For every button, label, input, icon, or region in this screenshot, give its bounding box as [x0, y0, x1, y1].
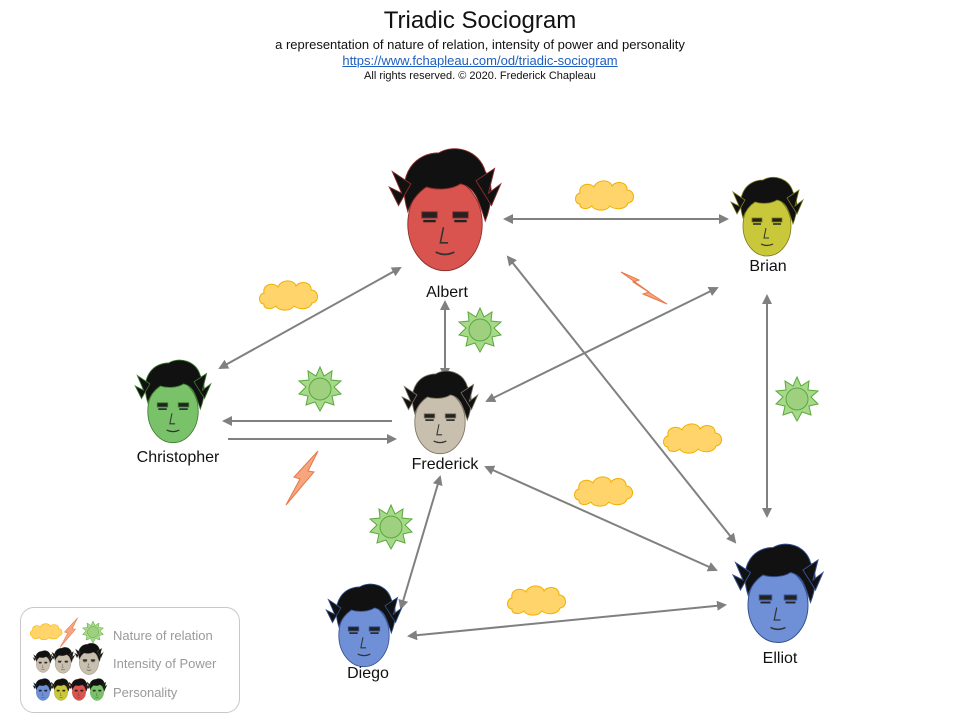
cloud-icon [575, 180, 635, 211]
sun-icon [298, 366, 342, 412]
page-title: Triadic Sociogram [383, 7, 577, 34]
lightning-icon [285, 450, 319, 506]
cloud-icon [507, 585, 567, 616]
arrow-frederick-diego [398, 475, 443, 610]
person-albert[interactable]: Albert [388, 147, 502, 301]
person-name: Brian [749, 258, 786, 275]
copyright-notice: All rights reserved. © 2020. Frederick C… [364, 70, 596, 82]
face-icon [68, 678, 90, 701]
relation-symbols [259, 180, 819, 616]
face-icon [32, 650, 54, 673]
legend-power-label: Intensity of Power [113, 656, 217, 671]
face-icon [50, 647, 76, 674]
face-icon [50, 678, 72, 701]
lightning-icon [59, 617, 78, 648]
person-name: Elliot [763, 650, 798, 667]
arrow-brian-frederick [485, 287, 719, 402]
relation-arrows [218, 214, 772, 641]
legend-canvas: Nature of relation Intensity of Power Pe… [29, 617, 217, 701]
page-subtitle: a representation of nature of relation, … [275, 37, 685, 52]
person-elliot[interactable]: Elliot [732, 543, 824, 667]
legend-nature-label: Nature of relation [113, 628, 213, 643]
person-diego[interactable]: Diego [325, 583, 403, 682]
sun-icon [458, 307, 502, 353]
legend-personality-label: Personality [113, 685, 178, 700]
face-icon [401, 370, 479, 455]
person-brian[interactable]: Brian [730, 176, 804, 275]
face-icon [86, 678, 108, 701]
face-icon [74, 642, 104, 675]
cloud-icon [259, 280, 319, 311]
legend-power-icons [32, 642, 104, 675]
sun-icon [82, 620, 104, 644]
header: Triadic Sociogram a representation of na… [0, 6, 960, 84]
cloud-icon [663, 423, 723, 454]
sun-icon [775, 376, 819, 422]
legend-nature-icons [29, 617, 104, 648]
person-christopher[interactable]: Christopher [134, 359, 220, 466]
face-icon [32, 678, 54, 701]
face-icon [732, 543, 824, 644]
person-name: Albert [426, 284, 468, 301]
source-link[interactable]: https://www.fchapleau.com/od/triadic-soc… [342, 53, 618, 68]
person-name: Christopher [137, 449, 220, 466]
person-name: Frederick [412, 456, 480, 473]
face-icon [134, 359, 212, 444]
face-icon [325, 583, 403, 668]
arrow-frederick-elliot [484, 465, 718, 572]
lightning-icon [620, 271, 668, 305]
legend: Nature of relation Intensity of Power Pe… [20, 607, 240, 713]
arrow-diego-elliot [407, 600, 727, 641]
person-name: Diego [347, 665, 389, 682]
cloud-icon [29, 623, 63, 641]
face-icon [730, 176, 804, 257]
arrow-albert-christopher [218, 267, 402, 369]
face-icon [388, 147, 502, 272]
sun-icon [369, 504, 413, 550]
person-frederick[interactable]: Frederick [401, 370, 480, 473]
legend-personality-icons [32, 678, 108, 701]
cloud-icon [574, 476, 634, 507]
